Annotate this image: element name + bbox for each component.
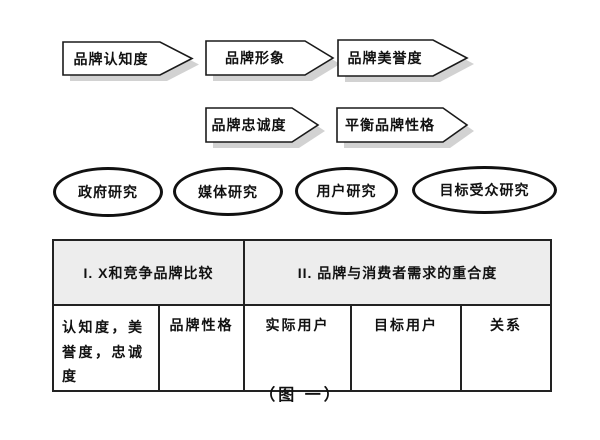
research-comparison-table: I. X和竞争品牌比较 II. 品牌与消费者需求的重合度 认知度，美誉度，忠诚度… [51,239,553,392]
pentagon-arrow-shape [205,40,335,76]
table-header-row: I. X和竞争品牌比较 II. 品牌与消费者需求的重合度 [51,239,553,306]
table-header-cell-overlap: II. 品牌与消费者需求的重合度 [243,239,553,306]
table-body-row: 认知度，美誉度，忠诚度 品牌性格 实际用户 目标用户 关系 [52,304,553,392]
figure-caption: （图 一） [259,387,343,404]
pentagon-arrow-shape [337,39,469,77]
flow-arrow-label: 品牌美誉度 [348,50,423,66]
flow-arrow-brand-loyalty: 品牌忠诚度 [205,107,320,143]
oval-government-research: 政府研究 [53,167,163,217]
oval-media-research: 媒体研究 [173,167,283,216]
pentagon-arrow-shape [205,107,320,143]
table-cell-awareness-reputation-loyalty: 认知度，美誉度，忠诚度 [52,304,160,392]
pentagon-arrow-shape [336,107,469,143]
oval-label: 媒体研究 [198,183,258,200]
oval-label: 政府研究 [78,184,138,200]
table-header-cell-comparison: I. X和竞争品牌比较 [51,239,246,306]
flow-arrow-label: 品牌认知度 [74,51,149,67]
oval-target-audience-research: 目标受众研究 [412,166,557,214]
table-cell-relationship: 关系 [460,304,553,392]
oval-label: 目标受众研究 [439,182,530,198]
table-cell-brand-personality: 品牌性格 [157,304,246,392]
oval-label: 用户研究 [316,183,377,199]
flow-arrows-layer: 品牌认知度 品牌形象 品牌美誉度 品牌忠诚度 平衡品牌性格 [62,39,474,148]
flow-arrow-label: 品牌忠诚度 [212,117,287,133]
pentagon-arrow-shape [62,41,194,76]
table-cell-actual-users: 实际用户 [243,304,353,392]
table-cell-target-users: 目标用户 [350,304,463,392]
flow-arrow-brand-awareness: 品牌认知度 [62,41,194,76]
flow-arrow-brand-image: 品牌形象 [205,40,335,76]
flow-arrow-label: 平衡品牌性格 [345,117,435,133]
flow-arrow-balanced-brand-personality: 平衡品牌性格 [336,107,469,143]
oval-user-research: 用户研究 [295,167,398,215]
flow-arrow-brand-reputation: 品牌美誉度 [337,39,469,77]
flow-arrow-label: 品牌形象 [225,50,285,66]
